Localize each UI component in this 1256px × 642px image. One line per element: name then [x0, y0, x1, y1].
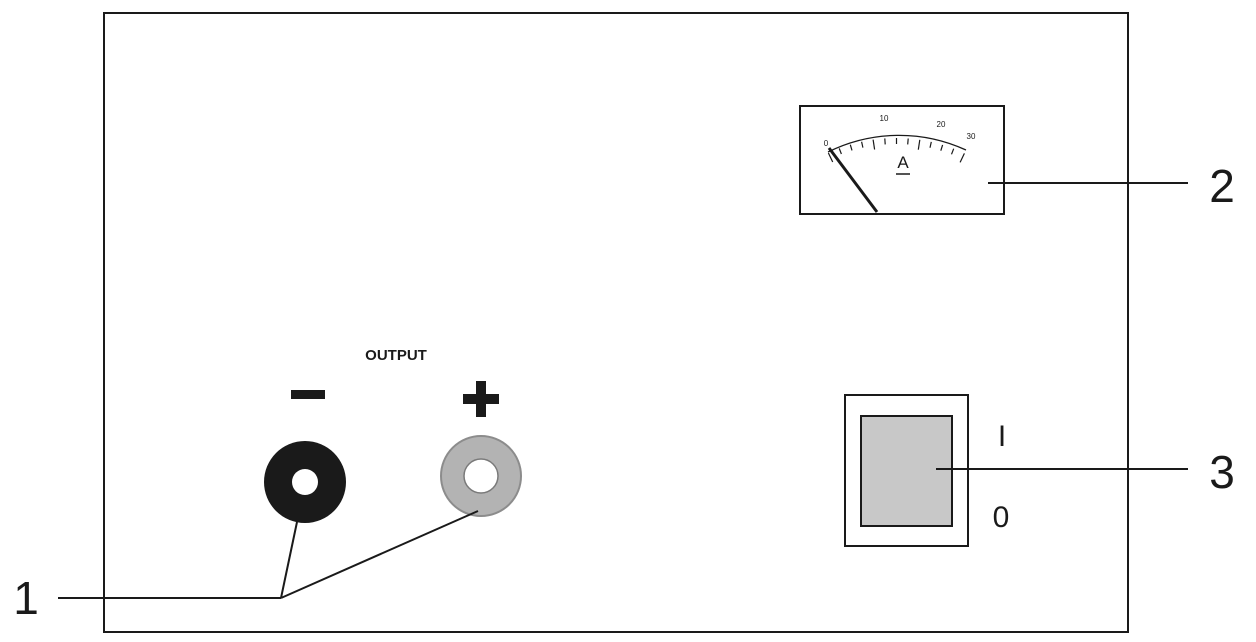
ammeter-tick: [959, 153, 965, 163]
front-panel: [103, 12, 1129, 633]
negative-terminal[interactable]: [264, 441, 346, 523]
ammeter-tick-label: 10: [880, 114, 889, 123]
ammeter-unit-label: A: [897, 153, 909, 172]
callout-3: 3: [1209, 446, 1235, 498]
ammeter-tick: [950, 148, 955, 155]
leader-line-1-negative: [280, 521, 298, 599]
ammeter-needle: [827, 147, 879, 213]
ammeter-ticks: [827, 138, 965, 163]
ammeter-tick-labels: 0 10 20 30: [824, 114, 976, 148]
ammeter-tick: [861, 141, 864, 148]
leader-lines: [58, 182, 1188, 599]
switch-on-label: I: [998, 420, 1006, 453]
ammeter-tick: [872, 139, 876, 150]
power-switch-rocker[interactable]: [860, 415, 953, 527]
ammeter-tick: [917, 139, 921, 150]
ammeter-scale-arc: [827, 134, 967, 153]
callout-2: 2: [1209, 160, 1235, 212]
ammeter-tick: [827, 152, 834, 163]
leader-line-1-positive: [280, 510, 479, 599]
ammeter: 0 10 20 30 A: [799, 105, 1005, 215]
power-switch[interactable]: [844, 394, 969, 547]
plus-icon: [463, 381, 499, 417]
ammeter-tick-label: 0: [824, 139, 829, 148]
switch-off-label: 0: [993, 501, 1010, 534]
ammeter-tick: [849, 144, 853, 151]
positive-terminal[interactable]: [440, 435, 522, 517]
minus-icon: [291, 390, 325, 399]
ammeter-tick: [838, 148, 842, 155]
ammeter-tick: [940, 144, 944, 151]
ammeter-tick: [907, 138, 909, 145]
ammeter-tick: [929, 141, 932, 148]
callout-1: 1: [13, 572, 39, 624]
ammeter-tick-label: 30: [967, 132, 976, 141]
output-label: OUTPUT: [365, 347, 427, 364]
ammeter-tick-label: 20: [937, 120, 946, 129]
ammeter-frame: [799, 105, 1005, 215]
